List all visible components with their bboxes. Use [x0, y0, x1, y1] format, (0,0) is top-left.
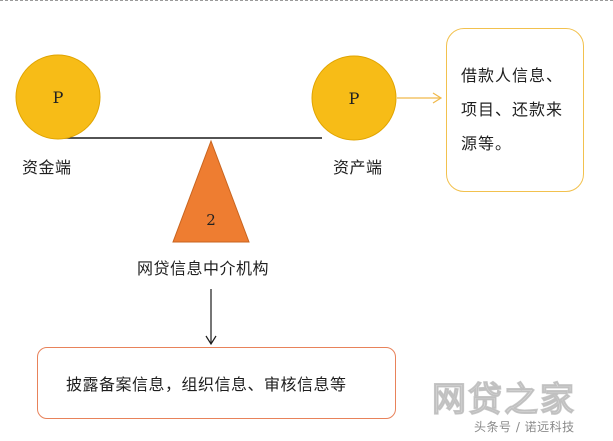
disclosure-text: 披露备案信息，组织信息、审核信息等 [66, 375, 347, 394]
asset-side-label: 资产端 [333, 158, 383, 177]
funding-side-letter: P [52, 87, 64, 107]
borrower-info-box: 借款人信息、 项目、还款来 源等。 [446, 28, 584, 192]
fulcrum-triangle [172, 139, 250, 243]
funding-side-circle [15, 54, 101, 140]
disclosure-box: 披露备案信息，组织信息、审核信息等 [37, 347, 396, 419]
top-dashed-divider [0, 0, 613, 6]
asset-side-circle [311, 55, 397, 141]
intermediary-label: 网贷信息中介机构 [137, 259, 270, 278]
asset-side-letter: P [348, 88, 360, 108]
info-line-3: 源等。 [461, 134, 513, 153]
down-arrow-head [205, 335, 217, 346]
info-line-1: 借款人信息、 [461, 66, 564, 85]
info-arrow-head [432, 92, 443, 104]
info-line-2: 项目、还款来 [461, 100, 564, 119]
funding-side-label: 资金端 [22, 158, 72, 177]
watermark-logo: 网贷之家 [432, 380, 576, 421]
fulcrum-number: 2 [206, 211, 216, 229]
watermark-caption: 头条号 / 诺远科技 [474, 420, 575, 434]
